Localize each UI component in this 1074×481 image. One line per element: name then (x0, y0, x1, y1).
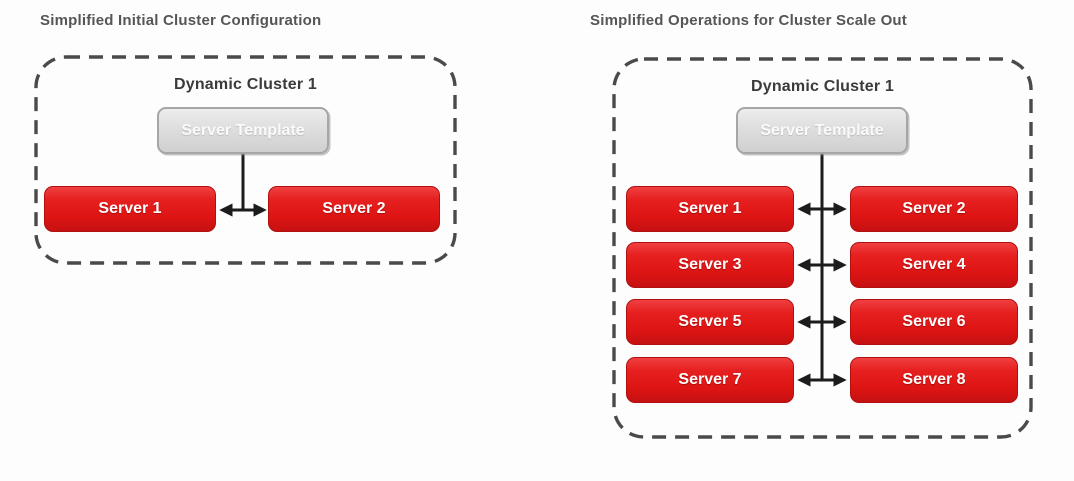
initial-diagram-title: Simplified Initial Cluster Configuration (40, 12, 322, 29)
scaleout-server-7-box: Server 7 (626, 357, 794, 403)
initial-server-2-box: Server 2 (268, 186, 440, 232)
scaleout-server-4-box: Server 4 (850, 242, 1018, 288)
initial-server-template-box: Server Template (157, 107, 329, 154)
scaleout-server-8-box: Server 8 (850, 357, 1018, 403)
scaleout-cluster-label: Dynamic Cluster 1 (750, 78, 894, 95)
scaleout-server-5-box: Server 5 (626, 299, 794, 345)
scaleout-server-template-box: Server Template (736, 107, 908, 154)
scaleout-cluster-boundary (612, 57, 1033, 439)
scaleout-server-3-box: Server 3 (626, 242, 794, 288)
scaleout-server-1-box: Server 1 (626, 186, 794, 232)
initial-cluster-label: Dynamic Cluster 1 (173, 76, 317, 93)
initial-server-1-box: Server 1 (44, 186, 216, 232)
scaleout-server-6-box: Server 6 (850, 299, 1018, 345)
scaleout-diagram-title: Simplified Operations for Cluster Scale … (590, 12, 907, 29)
scaleout-server-2-box: Server 2 (850, 186, 1018, 232)
